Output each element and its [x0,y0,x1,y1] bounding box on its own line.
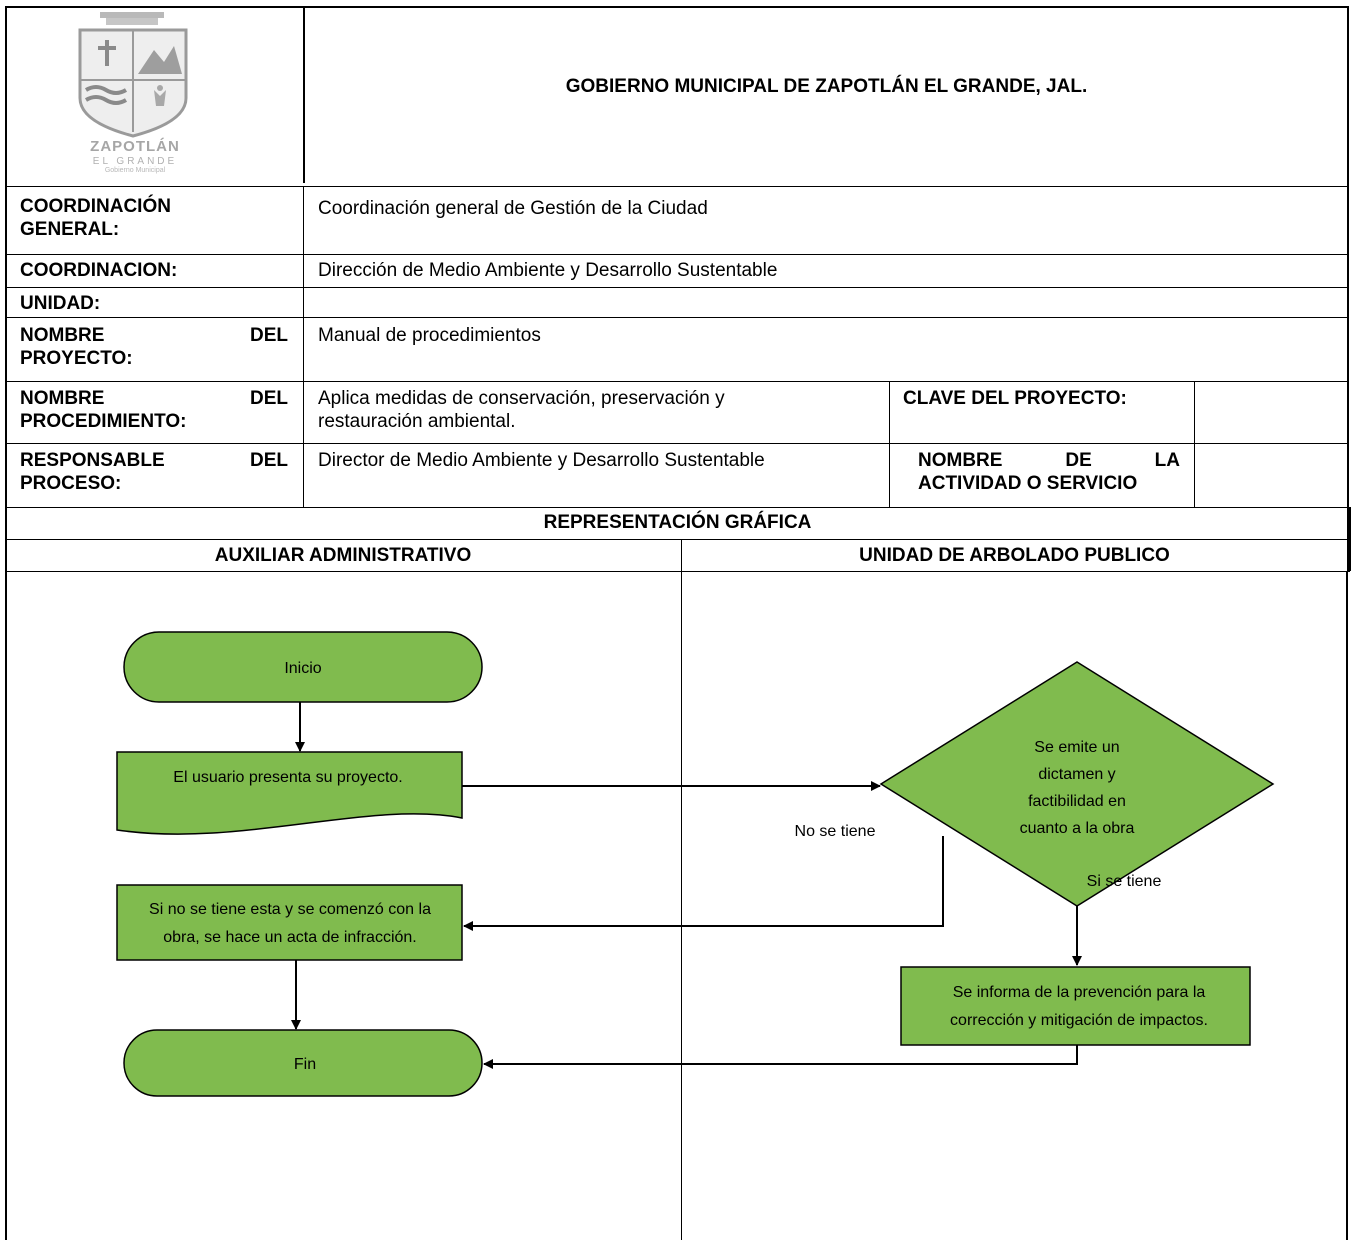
decision-label-line4: cuanto a la obra [1020,820,1135,837]
coat-of-arms-icon [78,12,188,138]
lane-header-left: AUXILIAR ADMINISTRATIVO [214,545,472,566]
edge-label-no: No se tiene [795,823,876,840]
coordinacion-value: Dirección de Medio Ambiente y Desarrollo… [318,260,778,281]
decision-label-line1: Se emite un [1034,739,1119,756]
infraction-label-line2: obra, se hace un acta de infracción. [163,929,417,946]
logo-name: ZAPOTLÁN [90,138,180,155]
section-title: REPRESENTACIÓN GRÁFICA [543,512,812,533]
document-shape [116,751,463,835]
prevention-label-line1: Se informa de la prevención para la [953,984,1206,1001]
clave-proyecto-label: CLAVE DEL PROYECTO: [903,388,1127,409]
connector-decision-no [463,836,944,931]
unidad-label: UNIDAD: [20,293,101,314]
coordinacion-general-value: Coordinación general de Gestión de la Ci… [318,198,708,219]
connector-prevention-to-end [483,1045,1078,1069]
responsable-value: Director de Medio Ambiente y Desarrollo … [318,450,765,471]
start-label: Inicio [284,660,321,677]
decision-diamond [879,661,1275,907]
lane-header-right: UNIDAD DE ARBOLADO PUBLICO [859,545,1170,566]
document-label: El usuario presenta su proyecto. [173,769,402,786]
edge-label-yes: Si se tiene [1087,873,1162,890]
nombre-proyecto-value: Manual de procedimientos [318,325,541,346]
end-label: Fin [294,1056,316,1073]
end-terminator [123,1029,483,1097]
logo-caption: Gobierno Municipal [104,167,166,174]
prevention-label-line2: corrección y mitigación de impactos. [950,1012,1208,1029]
municipal-logo: ZAPOTLÁN EL GRANDE Gobierno Municipal [70,10,200,175]
document-title: GOBIERNO MUNICIPAL DE ZAPOTLÁN EL GRANDE… [565,76,1088,97]
infraction-label-line1: Si no se tiene esta y se comenzó con la [149,901,431,918]
decision-label-line2: dictamen y [1038,766,1115,783]
start-terminator [123,631,483,703]
prevention-process [900,966,1251,1046]
decision-label-line3: factibilidad en [1028,793,1126,810]
coordinacion-general-label: COORDINACIÓN GENERAL: [20,196,171,240]
logo-subtitle: EL GRANDE [92,156,178,167]
coordinacion-label: COORDINACION: [20,260,178,281]
infraction-process [116,884,463,961]
nombre-procedimiento-value: Aplica medidas de conservación, preserva… [318,388,725,432]
